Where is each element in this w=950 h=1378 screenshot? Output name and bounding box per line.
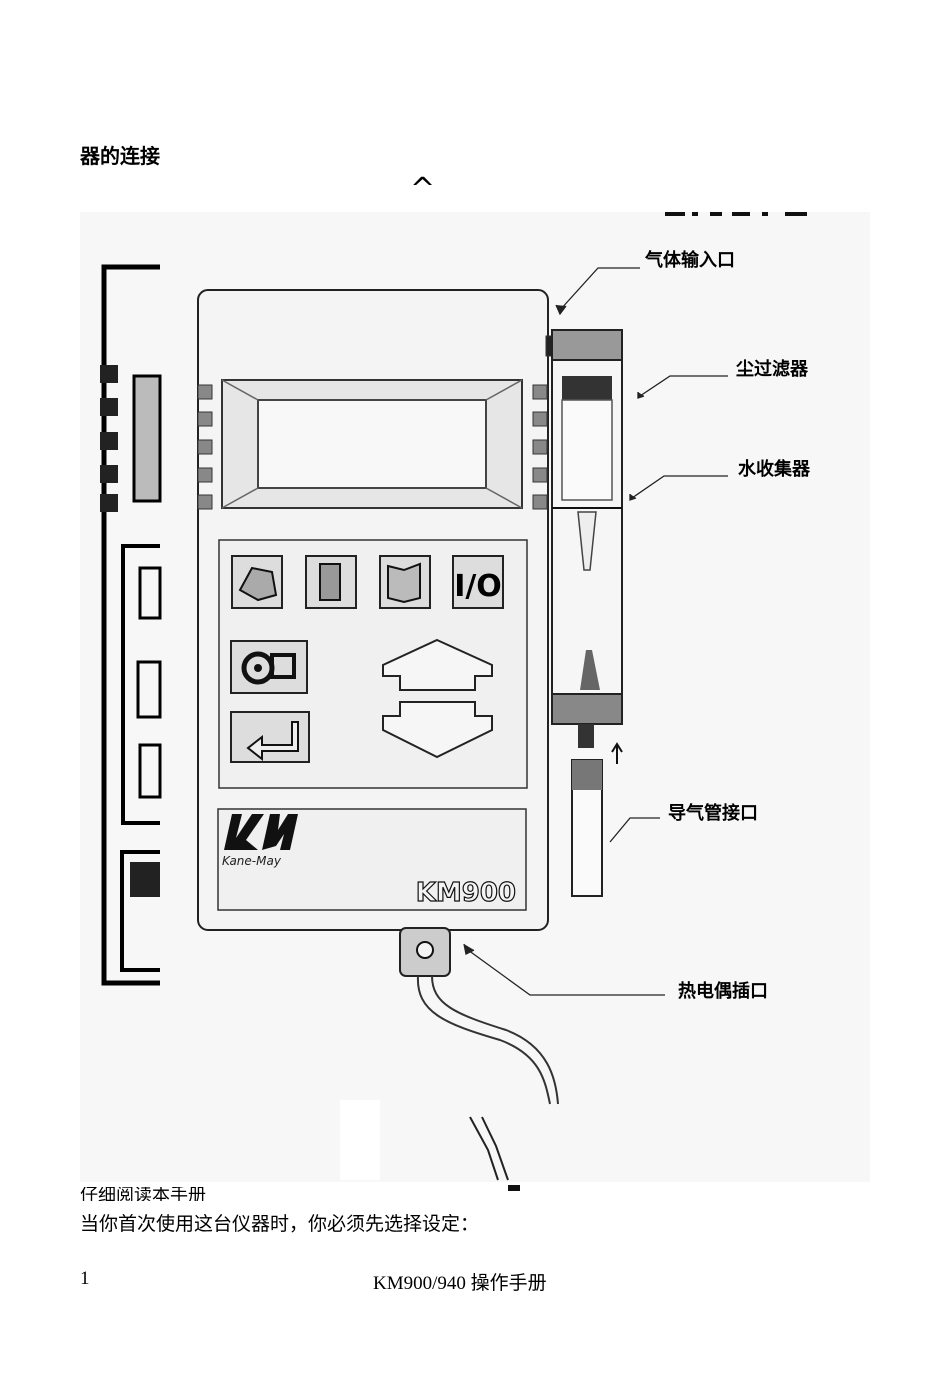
caret-mark: ^	[410, 172, 436, 207]
callout-water-trap: 水收集器	[738, 459, 810, 480]
intro-paragraph: 当你首次使用这台仪器时，你必须先选择设定：	[80, 1213, 480, 1235]
manual-key	[379, 555, 431, 609]
callout-hose-connector: 导气管接口	[668, 803, 758, 824]
model-label: KM900	[416, 878, 516, 908]
footer-title: KM900/940 操作手册	[373, 1273, 547, 1294]
filter-assembly	[551, 329, 623, 897]
memory-key	[305, 555, 357, 609]
brand-logo	[224, 814, 298, 850]
pump-key	[230, 640, 308, 694]
print-key	[231, 555, 283, 609]
second-device-outline	[100, 264, 162, 986]
callout-dust-filter: 尘过滤器	[736, 359, 808, 380]
page-number: 1	[80, 1268, 90, 1289]
power-key: I/O	[452, 555, 504, 609]
callout-thermocouple-socket: 热电偶插口	[678, 981, 768, 1002]
leader-lines	[463, 267, 728, 996]
km900-body: I/O Kane-May KM900	[197, 289, 559, 1191]
callout-gas-inlet: 气体输入口	[645, 250, 735, 271]
brand-name: Kane-May	[222, 854, 282, 868]
up-arrow-key	[382, 638, 493, 691]
down-arrow-key	[382, 701, 493, 759]
section-heading: 器的连接	[80, 144, 160, 168]
enter-key	[230, 711, 310, 763]
clipped-text-line: 仔细阅读本手册	[80, 1187, 206, 1201]
top-edge-marks	[665, 212, 807, 216]
power-key-label: I/O	[454, 569, 502, 604]
